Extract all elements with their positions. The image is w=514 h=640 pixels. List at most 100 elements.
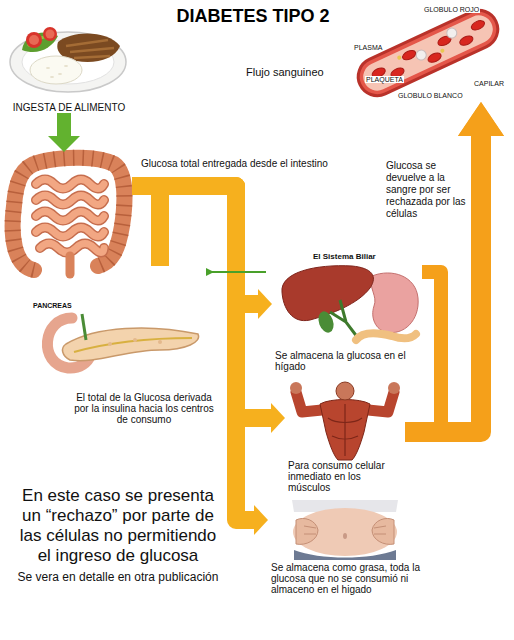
picture-area [345,6,510,102]
pancreas-drawing [82,314,86,340]
part-label: GLOBULO ROJO [423,6,480,13]
belly-fat-photo [304,526,386,534]
picture-area [8,12,130,102]
fat-tissue: Se almacena como grasa, toda la glucosa … [268,498,424,595]
belly-fat-photo [296,518,318,544]
liver-drawing [330,300,358,338]
muscle-figure [368,392,394,412]
intake-arrow [48,113,80,152]
valve-line [206,271,266,273]
flow-band [160,186,236,266]
arrow-head [254,505,268,535]
return-flow-arrow [422,102,504,432]
food-plate [46,30,55,39]
pancreas: PANCREAS [30,302,205,376]
liver-drawing [282,266,374,321]
blood-vessel: PLASMA GLOBULO ROJO CAPILAR GLOBULO BLANCO P… [345,6,510,102]
pancreas-drawing [158,340,162,344]
caption: Se almacena como grasa, toda la glucosa … [268,562,424,595]
food-plate [43,27,57,41]
picture-area [30,302,205,376]
glucose-flow-arrow [132,186,272,319]
connector-line [132,186,272,418]
intestine-drawing [66,256,75,274]
glucose-flow-arrow [132,186,268,535]
caption: Para consumo celular inmediato en los mú… [285,460,405,493]
belly-fat-photo [372,518,394,544]
arrow-head [48,136,80,152]
part-label: PANCREAS [32,302,73,309]
liver-drawing [356,333,416,340]
food-plate [10,27,126,92]
muscle-figure [388,382,400,394]
blood-vessel-drawing [470,19,486,32]
pancreas-drawing [63,328,199,361]
blood-vessel-drawing [458,34,474,47]
muscle-figure [320,400,370,461]
edge-label: Glucosa se devuelve a la sangre por ser … [386,160,468,220]
blood-vessel-drawing [352,4,504,102]
muscle-figure [328,404,362,456]
caption: Se almacena la glucosa en el hígado [272,350,422,372]
muscle-figure [336,382,354,400]
blood-vessel-drawing [427,51,443,64]
picture-area [272,252,422,350]
diagram-title: DIABETES TIPO 2 [160,6,346,27]
flow-band [160,186,236,266]
valve-line [206,268,214,276]
blood-vessel-drawing [415,48,428,61]
note-text: En este caso se presenta un “rechazo” po… [12,486,224,566]
pancreas-drawing [133,338,137,342]
muscle-figure [296,392,322,412]
annotation: El total de la Glucosa derivada por la i… [68,392,220,425]
blood-vessel-drawing [440,48,445,53]
food-plate [64,65,68,67]
belly-fat-photo [343,533,347,539]
valve-line [206,268,266,276]
food-plate [46,67,50,69]
picture-area [268,498,424,562]
blood-vessel-drawing [401,49,417,62]
picture-area [6,152,132,276]
intestine: Glucosa total entregada desde el intesti… [6,152,132,276]
food-plate [50,76,54,78]
liver-drawing [282,266,418,340]
part-label: Glucosa total entregada desde el intesti… [140,158,329,169]
blood-vessel-drawing [397,55,402,60]
belly-fat-photo [293,508,397,556]
part-label: CAPILAR [473,80,505,87]
arrow-head [271,403,285,433]
blood-vessel-drawing [445,26,458,39]
pancreas-drawing [108,342,112,346]
liver-drawing [371,273,418,333]
part-label: PLASMA [353,44,383,51]
food-plate [66,40,114,58]
arrow-head [458,102,504,136]
pancreas-drawing [47,314,198,368]
arrow-head [258,289,272,319]
intestine-drawing [36,180,104,253]
connector-line [57,113,71,137]
arrow-head [458,102,504,136]
food-plate [30,56,82,84]
muscles: Para consumo celular inmediato en los mú… [285,378,405,493]
liver: El Sistema Biliar Se almacena la glucosa … [272,252,422,372]
caption: INGESTA DE ALIMENTO [8,102,130,113]
food-plate [26,32,42,48]
part-label: GLOBULO BLANCO [397,92,464,99]
part-label: PLAQUETA [365,76,404,83]
annotation: Flujo sanguineo [246,66,324,78]
food-illustration: INGESTA DE ALIMENTO [8,12,130,113]
pancreas-drawing [74,338,192,352]
belly-fat-photo [294,550,396,560]
connector-line [132,186,255,520]
part-label: El Sistema Biliar [312,252,377,261]
food-plate [29,35,39,45]
annotation: Se vera en detalle en otra publicación [12,570,224,584]
food-plate [58,73,62,75]
food-plate [10,32,126,92]
intestine-drawing [36,180,104,253]
picture-area [285,378,405,460]
blood-vessel-drawing [352,4,504,102]
